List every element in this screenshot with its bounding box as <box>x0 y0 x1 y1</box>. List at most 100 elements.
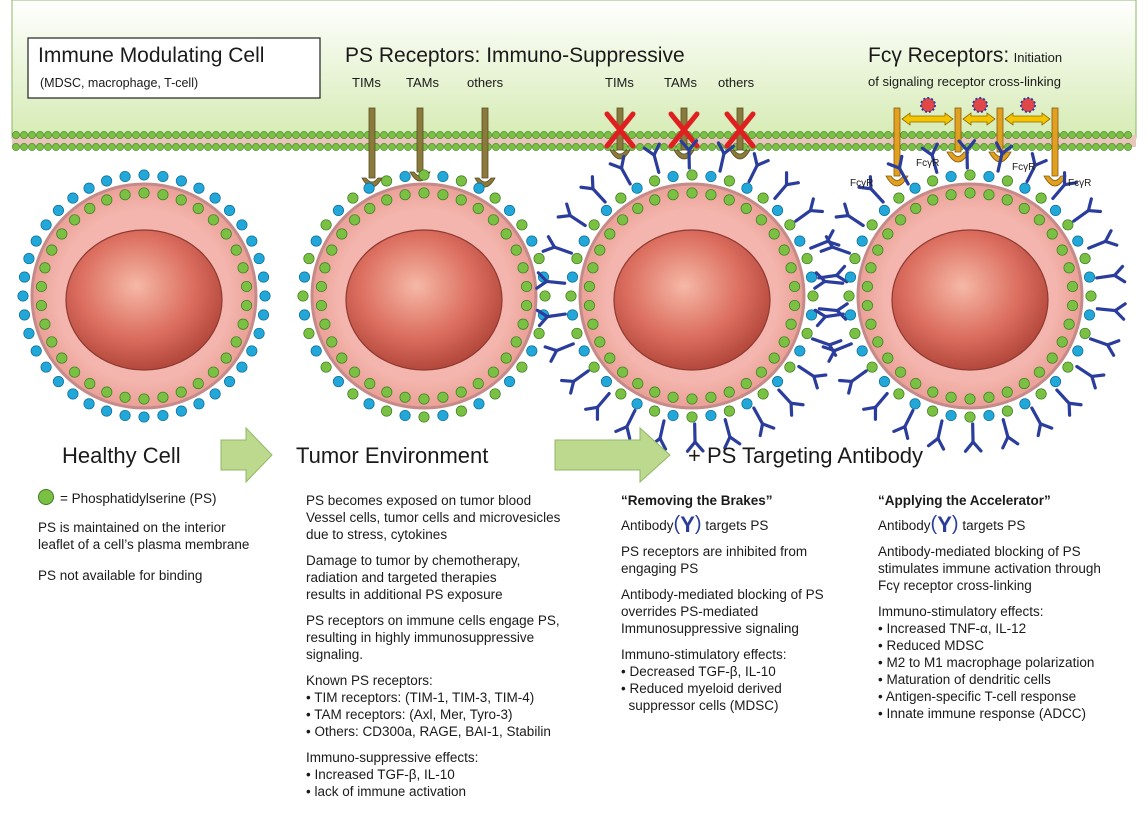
known-receptor-item: • TAM receptors: (Axl, Mer, Tyro-3) <box>306 707 513 722</box>
membrane-head <box>460 131 468 139</box>
membrane-head <box>20 143 28 151</box>
ps-head <box>399 189 411 201</box>
ps-head <box>571 253 583 265</box>
crosslink-arrow-3 <box>1004 112 1051 126</box>
label-tims-2: TIMs <box>605 75 634 90</box>
antibody-arm <box>789 401 794 417</box>
membrane-head <box>884 143 892 151</box>
ps-head <box>617 366 629 378</box>
ps-head <box>399 391 411 403</box>
lipid-head <box>30 345 42 357</box>
membrane-head <box>156 143 164 151</box>
antibody-arm <box>716 141 726 156</box>
fcr-label-4: FcγR <box>1068 178 1092 189</box>
antibody-arm <box>652 142 661 157</box>
antibody-icon <box>556 202 587 228</box>
membrane-head <box>196 131 204 139</box>
antibody-icon <box>963 422 983 453</box>
ps-head <box>138 393 150 405</box>
lipid-head <box>175 175 187 187</box>
membrane-head <box>1020 131 1028 139</box>
col2-known: Known PS receptors: • TIM receptors: (TI… <box>306 672 606 740</box>
membrane-head <box>300 131 308 139</box>
antibody-arm <box>1103 239 1119 247</box>
antibody-arm <box>608 162 624 170</box>
antibody-stem <box>832 342 853 353</box>
antibody-arm <box>590 175 595 191</box>
ps-head <box>866 219 878 231</box>
ps-head <box>39 318 51 330</box>
suppressive-effects-title: Immuno-suppressive effects: <box>306 750 479 765</box>
membrane-head <box>564 131 572 139</box>
lipid-head <box>310 235 322 247</box>
membrane-head <box>580 131 588 139</box>
lipid-head <box>332 376 344 388</box>
membrane-head <box>820 131 828 139</box>
membrane-head <box>36 143 44 151</box>
ps-head <box>927 386 939 398</box>
ps-head <box>1035 192 1047 204</box>
antibody-stem <box>1075 364 1094 379</box>
membrane-head <box>500 143 508 151</box>
lipid-head <box>600 204 612 216</box>
antibody-arm <box>1105 343 1116 357</box>
membrane-head <box>1068 143 1076 151</box>
lipid-head <box>504 204 516 216</box>
antibody-stem <box>658 419 666 441</box>
membrane-head <box>452 143 460 151</box>
ps-head <box>220 228 232 240</box>
antibody-arm <box>868 175 873 191</box>
membrane-head <box>180 131 188 139</box>
ps-head <box>882 228 894 240</box>
stage-healthy: Healthy Cell <box>62 443 181 468</box>
known-receptor-item: • TIM receptors: (TIM-1, TIM-3, TIM-4) <box>306 690 535 705</box>
antibody-arm <box>535 308 550 319</box>
antibody-arm <box>1067 401 1083 407</box>
lipid-head <box>23 253 35 265</box>
col2-p1: PS becomes exposed on tumor blood Vessel… <box>306 492 606 543</box>
membrane-head <box>1084 143 1092 151</box>
antibody-y-icon: Y <box>937 512 952 537</box>
membrane-head <box>588 143 596 151</box>
membrane-head <box>380 143 388 151</box>
antibody-stem <box>797 364 816 379</box>
col1-p1: PS is maintained on the interior leaflet… <box>38 519 288 553</box>
membrane-head <box>516 143 524 151</box>
antibody-icon <box>834 202 865 228</box>
lipid-head <box>473 182 485 194</box>
antibody-icon <box>920 142 939 174</box>
membrane-head <box>596 143 604 151</box>
ps-head <box>686 187 698 199</box>
ps-head <box>785 262 797 274</box>
membrane-head <box>980 131 988 139</box>
ps-head <box>175 386 187 398</box>
antibody-icon <box>1095 264 1127 284</box>
ps-head <box>1063 262 1075 274</box>
membrane-head <box>468 131 476 139</box>
ps-head <box>192 202 204 214</box>
ps-head <box>418 411 430 423</box>
crosslink-arrow <box>901 112 954 126</box>
ps-head <box>319 262 331 274</box>
membrane-head <box>852 143 860 151</box>
lipid-head <box>844 309 857 321</box>
antibody-fc-cell <box>813 139 1127 453</box>
antibody-arm <box>1113 308 1126 321</box>
antibody-arm <box>843 202 850 218</box>
antibody-arm <box>813 279 827 290</box>
col1-p1-line: leaflet of a cell’s plasma membrane <box>38 537 250 552</box>
lipid-head <box>363 182 375 194</box>
membrane-head <box>116 131 124 139</box>
membrane-head <box>252 143 260 151</box>
col2-p1-line: due to stress, cytokines <box>306 527 448 542</box>
antibody-arm <box>824 235 835 249</box>
antibody-stem <box>1051 183 1067 201</box>
membrane-head <box>572 131 580 139</box>
antibody-arm <box>930 142 939 157</box>
ps-head <box>784 219 796 231</box>
membrane-head <box>148 143 156 151</box>
ps-head <box>895 214 907 226</box>
col4-heading: “Applying the Accelerator” <box>878 493 1051 508</box>
ps-head <box>539 290 551 302</box>
ps-head <box>705 189 717 201</box>
